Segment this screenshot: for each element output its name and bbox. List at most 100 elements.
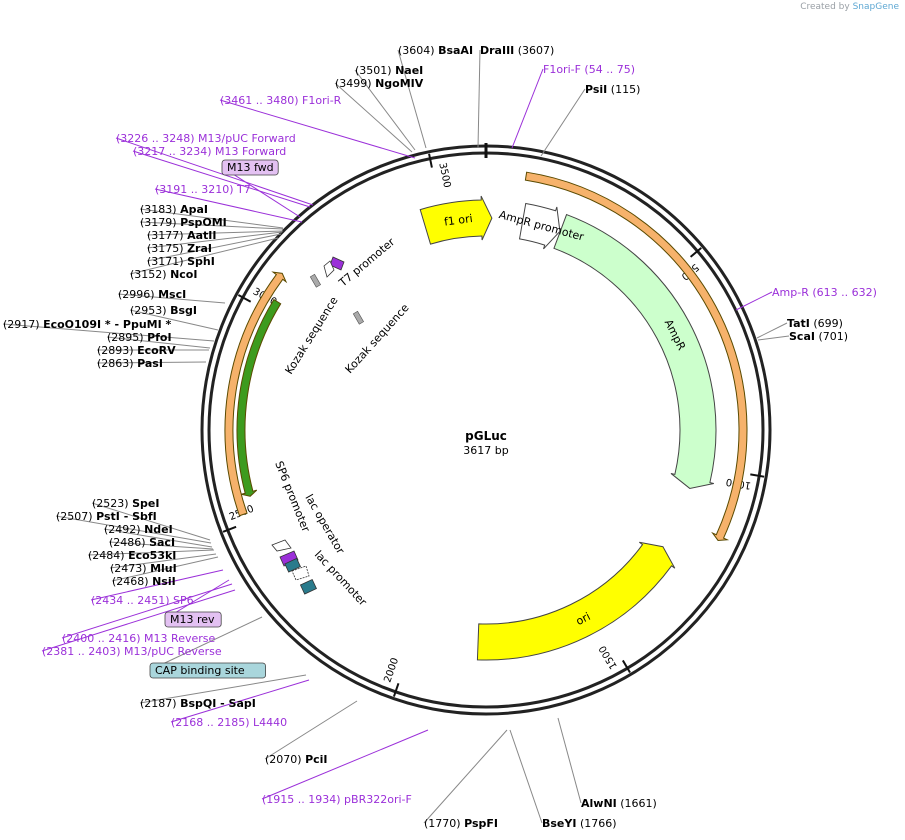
nsii-label[interactable]: (2468) NsiI: [112, 575, 176, 588]
orange-right-arrow[interactable]: [524, 171, 748, 541]
m13-fwd-label[interactable]: M13 fwd: [221, 159, 279, 176]
kozak-sequence-label-1: Kozak sequence: [283, 294, 341, 376]
pbr322ori-f-label[interactable]: (1915 .. 1934) pBR322ori-F: [262, 793, 412, 806]
m13-fwd-box[interactable]: [221, 159, 279, 176]
bsaai-label[interactable]: (3604) BsaAI: [398, 44, 473, 57]
pspfi-connector: [423, 729, 508, 824]
m13-rev-box[interactable]: [164, 611, 222, 628]
kozak-marker-1[interactable]: [309, 273, 322, 288]
m13-puc-reverse-label[interactable]: (2381 .. 2403) M13/pUC Reverse: [42, 645, 222, 658]
psti-label[interactable]: (2507) PstI - SbfI: [56, 510, 157, 523]
lac-promoter-label: lac promoter: [312, 548, 370, 609]
naei-label[interactable]: (3501) NaeI: [355, 64, 423, 77]
spei-text: (2523) SpeI: [92, 497, 159, 510]
pfoi-label[interactable]: (2895) PfoI: [107, 331, 172, 344]
tati-label[interactable]: TatI (699): [787, 317, 843, 330]
eco53ki-label[interactable]: (2484) Eco53kI: [88, 549, 176, 562]
mlui-label[interactable]: (2473) MluI: [110, 562, 177, 575]
msci-text: (2996) MscI: [118, 288, 186, 301]
pcii-label[interactable]: (2070) PciI: [265, 753, 328, 766]
site-labels: (3604) BsaAI DraIII (3607) F1ori-F (54 .. …: [3, 44, 877, 830]
t7-label[interactable]: (3191 .. 3210) T7: [155, 183, 251, 196]
tick-1000: [750, 473, 765, 478]
bsgi-text: (2953) BsgI: [130, 304, 197, 317]
ecorv-text: (2893) EcoRV: [97, 344, 176, 357]
t7-promoter-outline-arrow[interactable]: [323, 260, 335, 278]
f1-ori-arrow[interactable]: [419, 195, 493, 245]
bseyi-label[interactable]: BseYI (1766): [542, 817, 617, 830]
saci-label[interactable]: (2486) SacI: [109, 536, 175, 549]
pfoi-connector: [106, 336, 211, 349]
ampr-arrow[interactable]: [553, 213, 717, 489]
pasi-label[interactable]: (2863) PasI: [97, 357, 163, 370]
bspqi-text: (2187) BspQI - SapI: [140, 697, 256, 710]
aatii-label[interactable]: (3177) AatII: [147, 229, 216, 242]
ecorv-label[interactable]: (2893) EcoRV: [97, 344, 176, 357]
ampr-promoter-arrow[interactable]: [518, 202, 561, 250]
ndei-label[interactable]: (2492) NdeI: [104, 523, 173, 536]
ecoo109i-label[interactable]: (2917) EcoO109I * - PpuMI *: [3, 318, 172, 331]
ngomiv-connector: [334, 82, 413, 153]
msci-label[interactable]: (2996) MscI: [118, 288, 186, 301]
spei-label[interactable]: (2523) SpeI: [92, 497, 159, 510]
sp6-promoter-arrow[interactable]: [271, 539, 292, 552]
pasi-text: (2863) PasI: [97, 357, 163, 370]
green-left-arrow[interactable]: [236, 298, 282, 497]
cap-binding-site-label[interactable]: CAP binding site: [149, 662, 266, 679]
ncoi-text: (3152) NcoI: [130, 268, 197, 281]
pbr322ori-f-text: (1915 .. 1934) pBR322ori-F: [262, 793, 412, 806]
ncoi-connector: [129, 237, 279, 275]
m13-reverse-label[interactable]: (2400 .. 2416) M13 Reverse: [62, 632, 215, 645]
lac-operator-arrow[interactable]: [279, 550, 299, 567]
bspqi-connector: [139, 674, 307, 704]
m13-rev-label[interactable]: M13 rev: [164, 611, 222, 628]
tick-3000: [237, 294, 252, 303]
alwni-text: AlwNI (1661): [581, 797, 657, 810]
m13-forward-label[interactable]: (3217 .. 3234) M13 Forward: [133, 145, 286, 158]
mlui-text: (2473) MluI: [110, 562, 177, 575]
apai-label[interactable]: (3183) ApaI: [140, 203, 208, 216]
tick-2500: [222, 525, 237, 533]
sp6-text: (2434 .. 2451) SP6: [91, 594, 194, 607]
kozak-marker-2[interactable]: [352, 310, 365, 325]
lac-promoter-arrow[interactable]: [291, 565, 310, 581]
tick-3500: [428, 153, 433, 168]
cap-binding-box[interactable]: [299, 578, 317, 595]
ncoi-label[interactable]: (3152) NcoI: [130, 268, 197, 281]
scai-label[interactable]: ScaI (701): [789, 330, 848, 343]
f1ori-f-label[interactable]: F1ori-F (54 .. 75): [543, 63, 635, 76]
draiii-text: DraIII (3607): [480, 44, 554, 57]
alwni-label[interactable]: AlwNI (1661): [581, 797, 657, 810]
ngomiv-label[interactable]: (3499) NgoMIV: [335, 77, 424, 90]
sphi-label[interactable]: (3171) SphI: [147, 255, 215, 268]
tick-label-1500: 1500: [597, 643, 619, 671]
psii-label[interactable]: PsiI (115): [585, 83, 640, 96]
psii-text: PsiI (115): [585, 83, 640, 96]
msci-connector: [117, 293, 226, 304]
zrai-label[interactable]: (3175) ZraI: [147, 242, 212, 255]
naei-text: (3501) NaeI: [355, 64, 423, 77]
tick-2000: [392, 682, 400, 697]
pspfi-label[interactable]: (1770) PspFI: [424, 817, 498, 830]
cap-binding-site-box[interactable]: [149, 662, 266, 679]
bspqi-label[interactable]: (2187) BspQI - SapI: [140, 697, 256, 710]
l4440-connector: [170, 679, 310, 723]
small-features: [271, 256, 365, 595]
lac-operator-box[interactable]: [284, 557, 301, 573]
f1ori-r-label[interactable]: (3461 .. 3480) F1ori-R: [220, 94, 342, 107]
bsgi-label[interactable]: (2953) BsgI: [130, 304, 197, 317]
ori-arrow[interactable]: [476, 541, 676, 661]
amp-r-label[interactable]: Amp-R (613 .. 632): [772, 286, 877, 299]
sp6-label[interactable]: (2434 .. 2451) SP6: [91, 594, 194, 607]
l4440-label[interactable]: (2168 .. 2185) L4440: [171, 716, 287, 729]
m13-puc-forward-label[interactable]: (3226 .. 3248) M13/pUC Forward: [116, 132, 296, 145]
orange-left-arrow[interactable]: [224, 271, 288, 517]
ndei-text: (2492) NdeI: [104, 523, 173, 536]
pspomi-label[interactable]: (3179) PspOMI: [140, 216, 227, 229]
ecoo109i-text: (2917) EcoO109I * - PpuMI *: [3, 318, 172, 331]
snapgene-credit: Created by SnapGene: [800, 2, 899, 12]
pspfi-text: (1770) PspFI: [424, 817, 498, 830]
f1ori-f-text: F1ori-F (54 .. 75): [543, 63, 635, 76]
credit-prefix: Created by: [800, 2, 850, 12]
draiii-label[interactable]: DraIII (3607): [480, 44, 554, 57]
